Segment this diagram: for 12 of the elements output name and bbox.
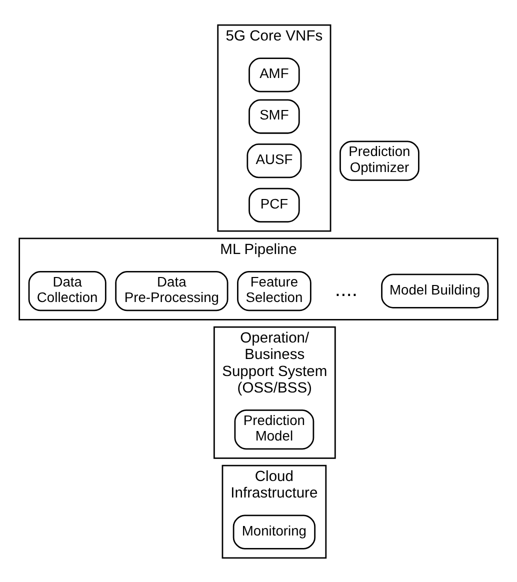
node-box: PCF: [248, 187, 300, 222]
node-box: Data Collection: [28, 270, 106, 311]
node-box: Prediction Model: [234, 408, 314, 450]
node-box: Feature Selection: [237, 270, 312, 311]
node-box: AUSF: [246, 143, 302, 178]
node-box: AMF: [248, 57, 300, 92]
node-box: Monitoring: [232, 514, 316, 549]
label: ....: [334, 278, 358, 301]
node-box: SMF: [248, 98, 300, 134]
node-box: Model Building: [381, 273, 489, 308]
node-box: Prediction Optimizer: [340, 140, 420, 180]
node-box: Data Pre-Processing: [115, 270, 228, 311]
